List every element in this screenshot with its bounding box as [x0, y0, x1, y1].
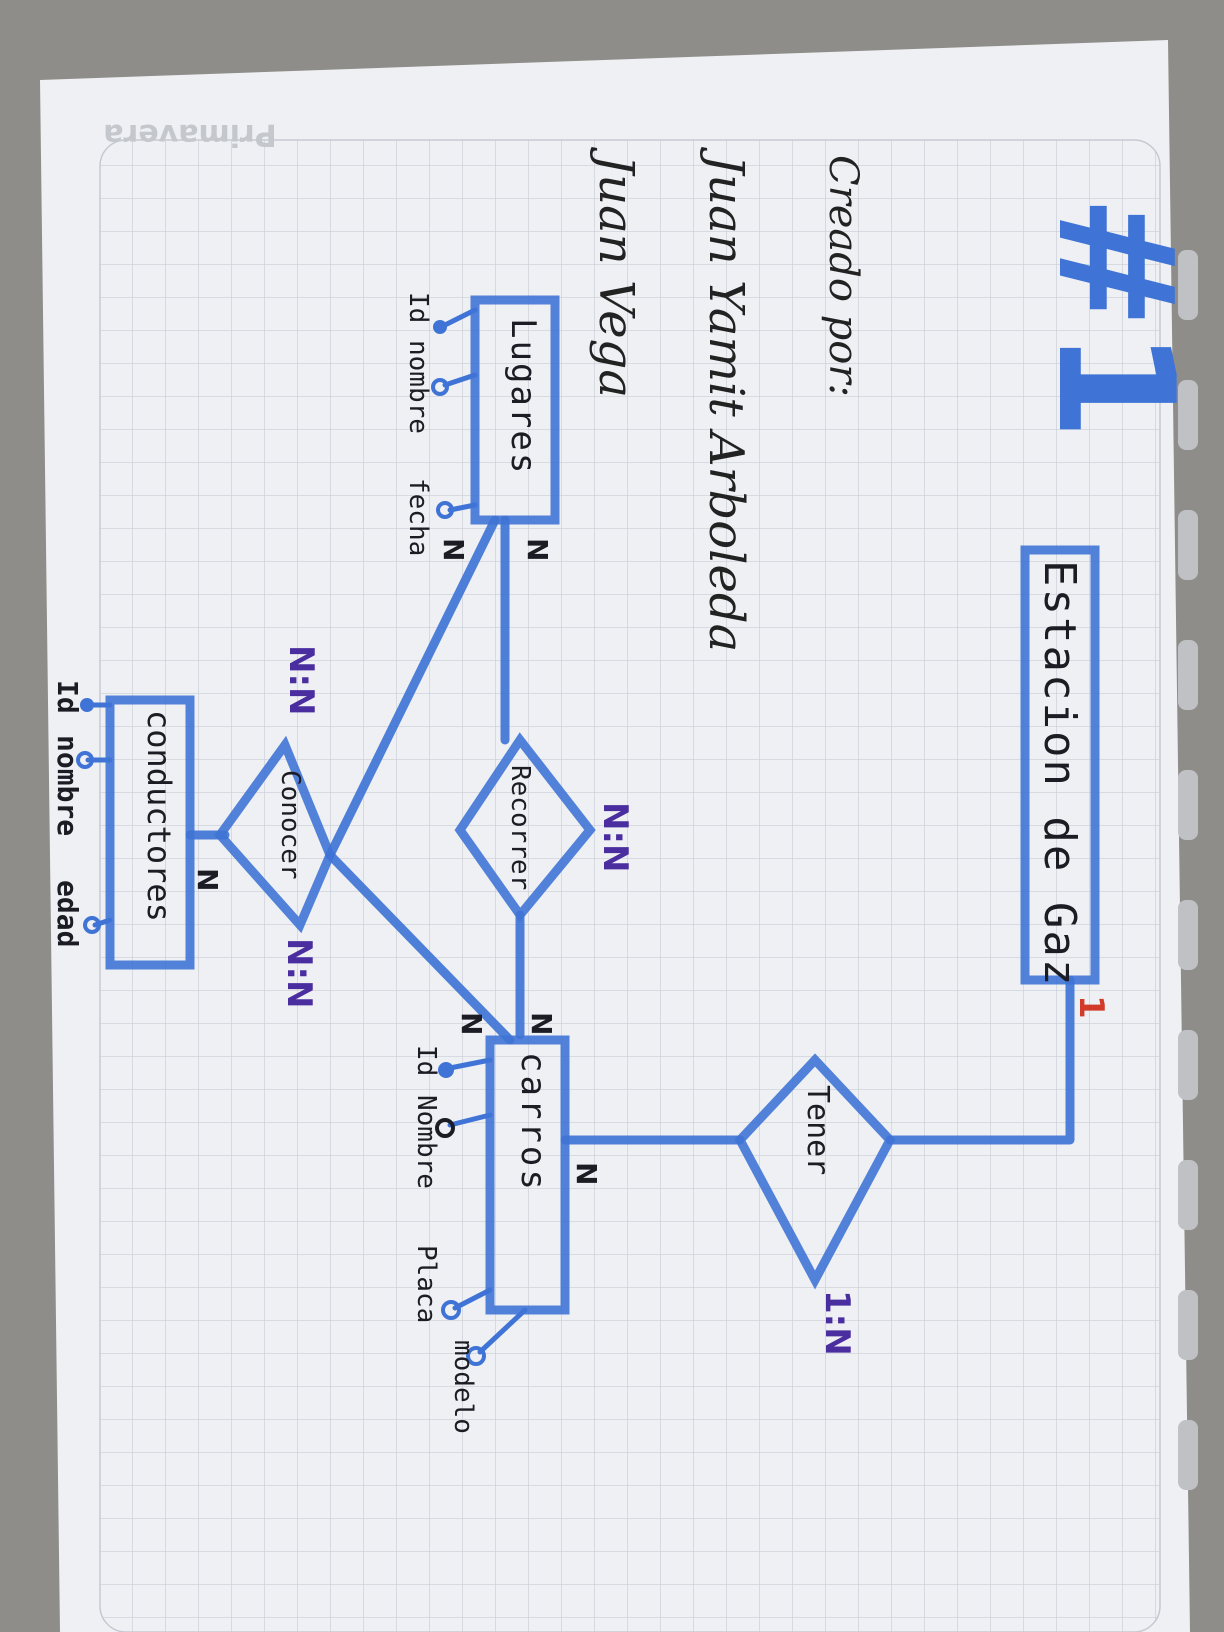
- card-estacion-tener: 1: [1071, 995, 1111, 1019]
- author-label: Creado por:: [820, 155, 866, 397]
- card-carros-recorrer: N: [525, 1012, 558, 1035]
- author-line-1: Juan Yamit Arboleda: [698, 146, 754, 652]
- relation-label-tener: Tener: [800, 1085, 835, 1175]
- attr-carros-id: Id: [411, 1045, 441, 1076]
- attr-carros-nombre: Nombre: [411, 1095, 441, 1189]
- attributes-lugares: Id nombre fecha: [403, 292, 433, 556]
- card-conductores-conocer: N: [191, 868, 224, 891]
- card-tener: 1:N: [817, 1290, 857, 1356]
- entity-label-lugares: Lugares: [503, 318, 543, 475]
- attributes-carros: Id Nombre Placa modelo: [411, 1045, 478, 1434]
- heading: #1: [1022, 195, 1209, 440]
- relation-tener: Tener: [734, 1053, 896, 1290]
- relation-label-conocer: Conocer: [275, 770, 305, 880]
- attr-lugares-fecha: fecha: [403, 478, 433, 556]
- attr-carros-modelo: modelo: [448, 1340, 478, 1434]
- card-conocer-top: N:N: [281, 645, 321, 716]
- entity-label-carros: carros: [513, 1052, 553, 1193]
- attributes-conductores: Id nombre edad: [51, 680, 84, 947]
- card-lugares-recorrer: N: [521, 538, 554, 561]
- attribute-markers: [76, 307, 528, 1366]
- entity-lugares: Lugares: [470, 295, 560, 525]
- attr-carros-placa: Placa: [411, 1245, 441, 1323]
- attr-conductores-nombre: nombre: [51, 735, 84, 836]
- card-carros-tener: N: [570, 1162, 603, 1185]
- entity-label-estacion: Estacion de Gaz: [1034, 560, 1085, 987]
- cardinality-labels: N N N N N N 1 N:N N:N N:N 1:N: [191, 538, 1111, 1356]
- relation-label-recorrer: Recorrer: [505, 765, 535, 890]
- card-carros-conocer: N: [455, 1012, 488, 1035]
- author-line-2: Juan Vega: [588, 146, 644, 398]
- entity-conductores: conductores: [105, 695, 195, 970]
- brand-logo: Primavera: [103, 117, 277, 152]
- attr-lugares-nombre: nombre: [403, 340, 433, 434]
- relation-conocer: Conocer: [214, 735, 335, 934]
- entity-estacion: Estacion de Gaz: [1020, 545, 1100, 987]
- attr-conductores-id: Id: [51, 680, 84, 714]
- spiral-holes: [1178, 250, 1198, 1490]
- entity-label-conductores: conductores: [140, 710, 178, 922]
- grid-area: [99, 139, 1161, 1632]
- attr-conductores-edad: edad: [51, 880, 84, 947]
- attr-lugares-id: Id: [403, 292, 433, 323]
- card-lugares-conocer: N: [437, 538, 470, 561]
- card-recorrer: N:N: [595, 802, 635, 873]
- card-conocer-bottom: N:N: [279, 938, 319, 1009]
- relation-recorrer: Recorrer: [454, 732, 596, 923]
- author-block: Creado por: Juan Yamit Arboleda Juan Veg…: [588, 146, 866, 652]
